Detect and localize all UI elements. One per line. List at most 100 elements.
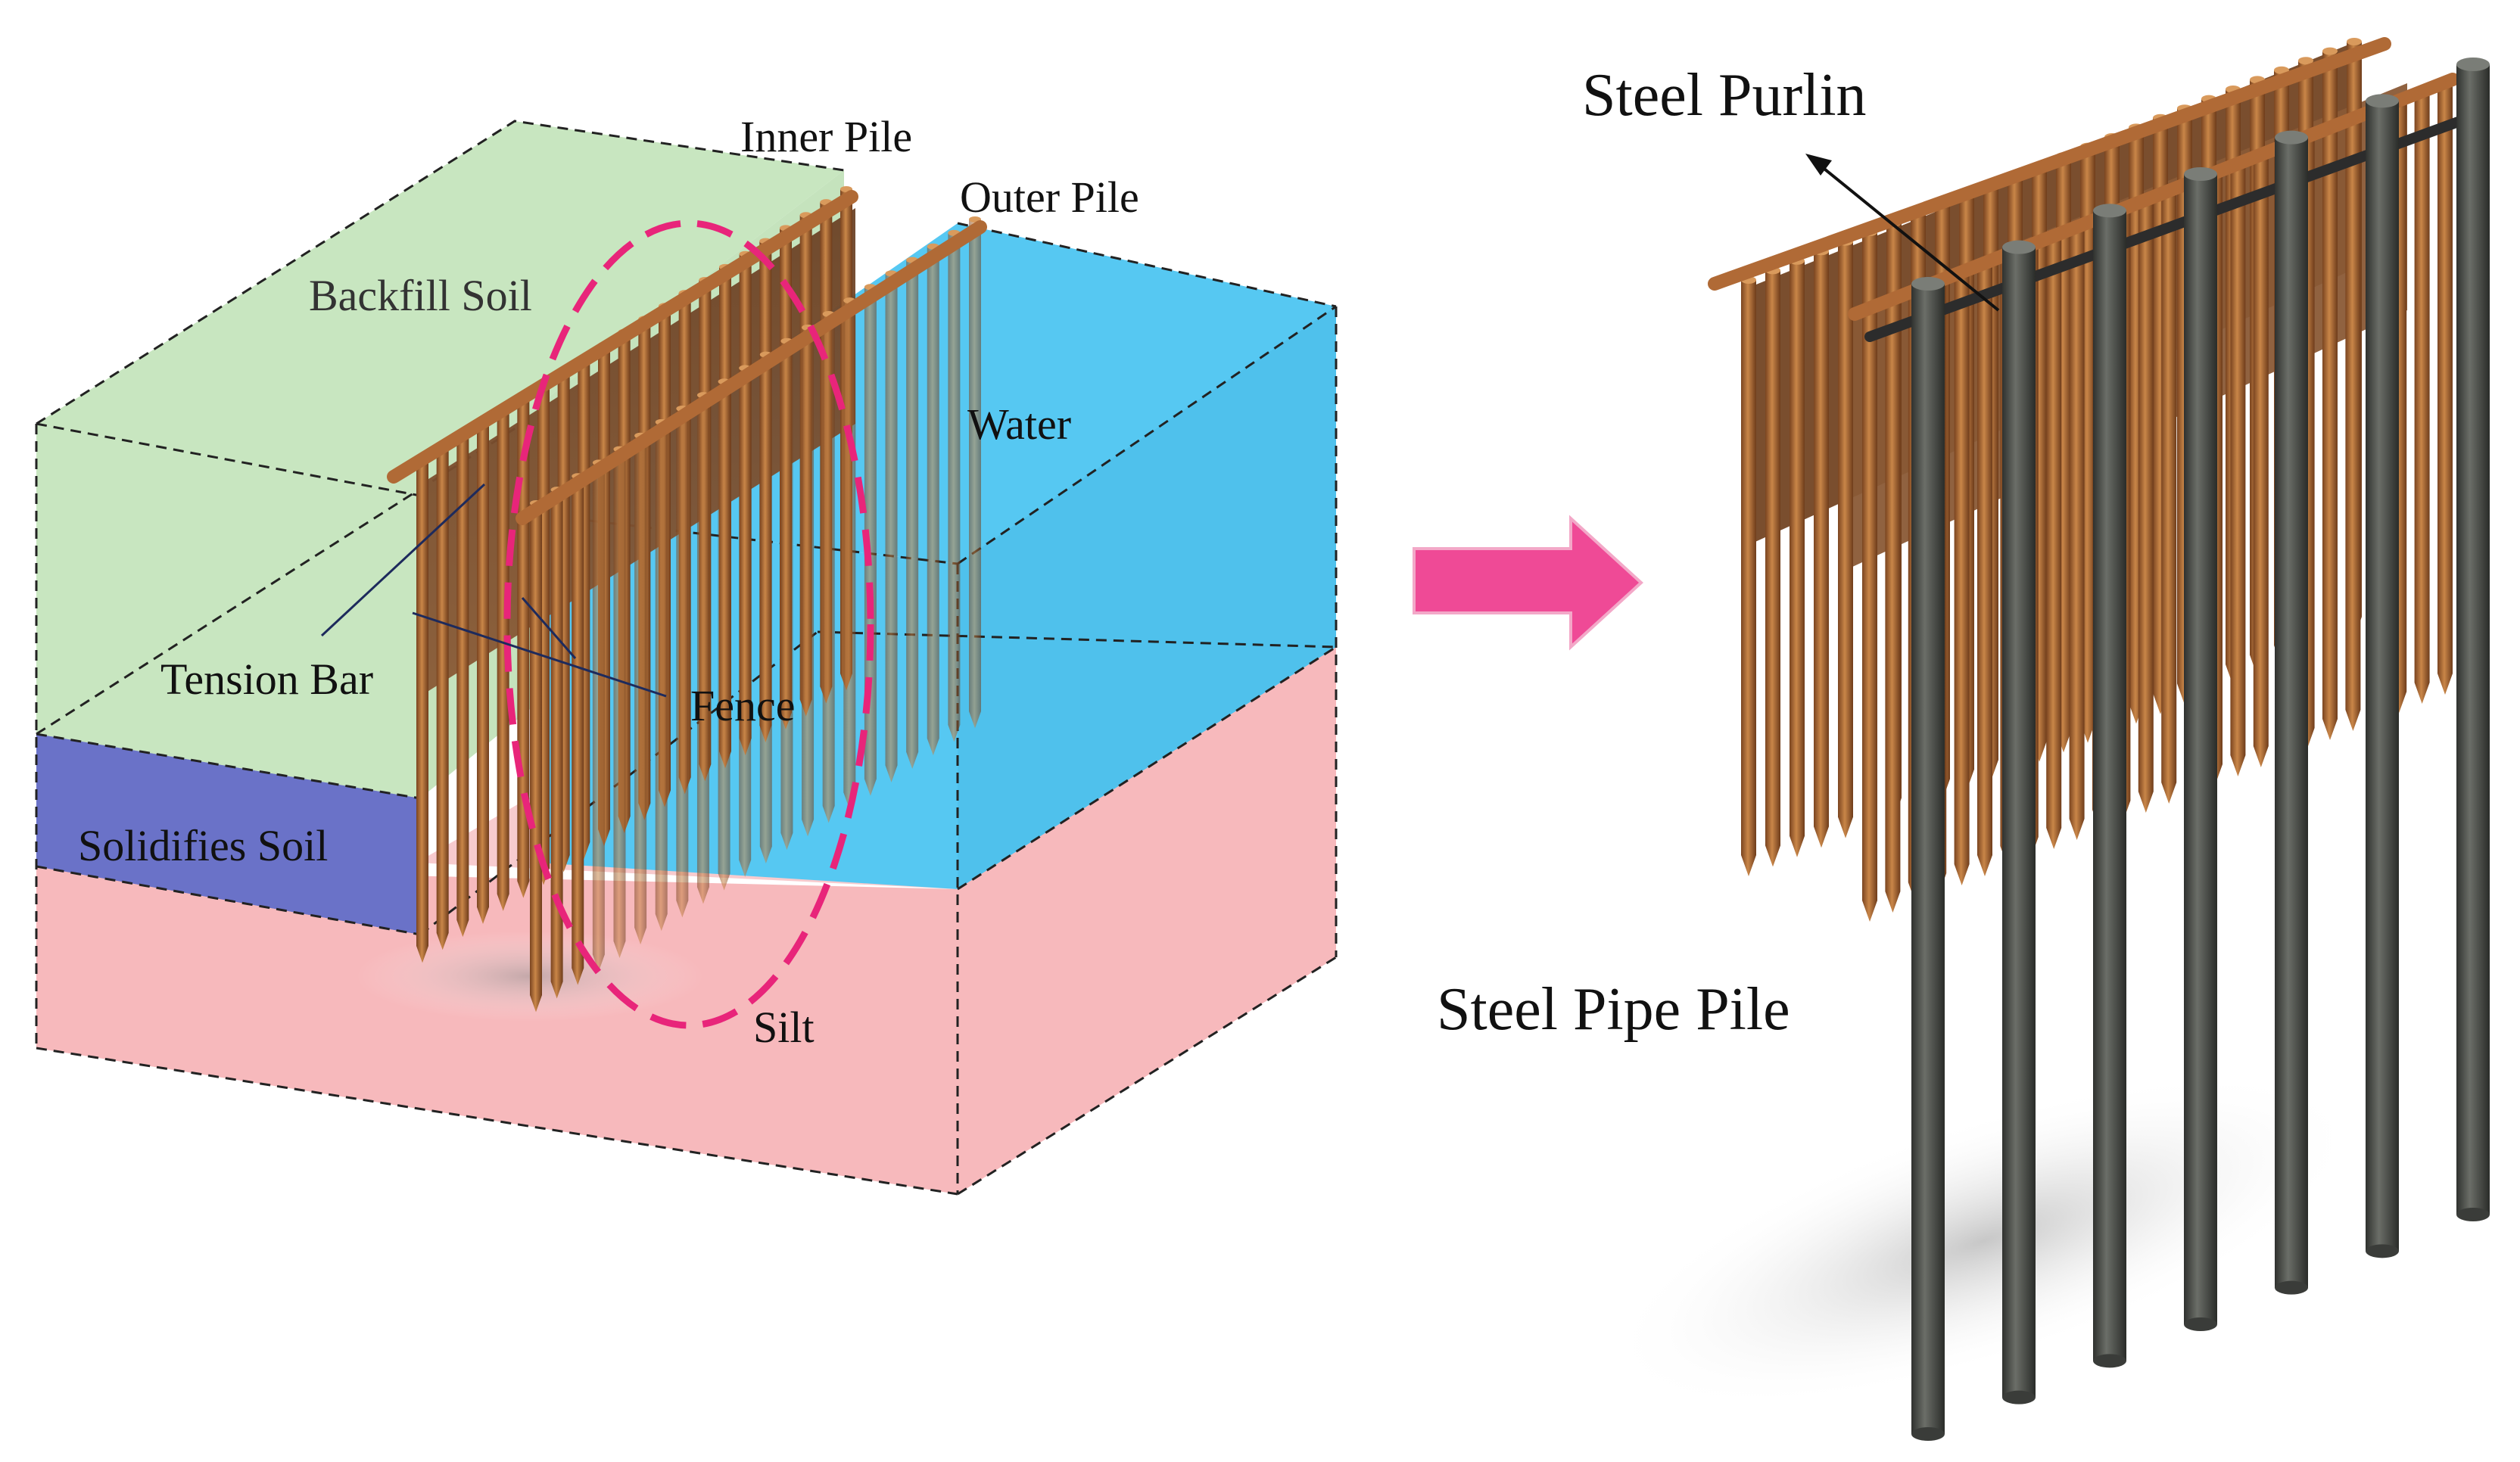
steel-purlin-beam [1864,116,2465,342]
timber-pile-front [1885,301,1901,913]
inner-pile [477,422,489,924]
steel-pipe-pile [1911,284,1945,1434]
purlin-pointer-line [1815,161,2000,312]
outer-pile [802,327,815,837]
outer-pile [969,219,981,729]
highlight-ellipse [503,219,874,1029]
outer-pile-row [530,216,981,1013]
label-steel-purlin: Steel Purlin [1582,62,1867,129]
label-outer-pile: Outer Pile [960,173,1139,222]
timber-pile [1814,251,1829,848]
outer-pile [696,395,709,904]
timber-pile [1741,280,1756,876]
timber-pile-front [2322,129,2338,740]
callout-lines [320,483,667,698]
outer-pile [676,409,689,918]
steel-pipe-bottom [1911,1427,1945,1441]
steel-pipe-top [2456,58,2490,71]
label-backfill-soil: Backfill Soil [309,271,532,320]
left-soil-model: Inner Pile Outer Pile Backfill Soil Wate… [35,112,1338,1196]
outer-pile [718,381,730,891]
outer-pile [530,503,542,1013]
timber-pile-front [2046,238,2062,849]
steel-pipe-pile [2002,247,2036,1398]
timber-pile-front [2414,92,2430,704]
outer-pile [885,273,898,782]
inner-pile [436,448,449,950]
outer-pile [759,354,772,863]
steel-pipe-pile [2184,174,2217,1324]
steel-pipe-top [2093,204,2126,218]
steel-pipe-bottom [2093,1354,2126,1368]
inner-waling-beam [387,190,858,484]
inner-pile [497,409,509,911]
outer-pile [780,341,793,851]
steel-pipe-bottom [2275,1280,2308,1295]
steel-pipe-top [2275,130,2308,145]
steel-pipe-bottom [2366,1244,2399,1258]
timber-pile [1838,241,1853,838]
outer-pile [613,449,626,958]
steel-pipe-top [2002,240,2036,254]
inner-pile [456,435,469,938]
block-dashed-edges [35,120,1338,1196]
timber-pile [1765,270,1780,867]
label-silt: Silt [753,1003,815,1052]
timber-pile-front [2230,165,2246,776]
outer-pile [864,287,877,796]
label-inner-pile: Inner Pile [740,112,912,161]
outer-pile [843,300,856,810]
right-structure-model: Steel Purlin Steel Pipe Pile [1437,37,2490,1441]
steel-pipe-pile [2275,137,2308,1288]
silt-near-face [36,866,958,1194]
steel-pipe-pile [2093,210,2126,1361]
outer-pile [572,476,584,985]
timber-pile-top [2274,66,2289,74]
timber-pile-top [2322,47,2338,55]
steel-pipe-bottom [2184,1317,2217,1331]
steel-pipe-top [2366,94,2399,108]
transition-arrow [1413,515,1643,651]
silt-near-right [958,647,1336,1194]
label-tension-bar: Tension Bar [160,655,373,704]
timber-pile-front [2345,120,2361,731]
outer-waling-beam [516,220,987,525]
outer-pile [655,421,668,932]
timber-pile-front [1862,310,1877,922]
steel-pipe-piles [1911,58,2490,1441]
steel-pipe-bottom [2456,1208,2490,1221]
steel-pipe-top [2184,167,2217,181]
label-water: Water [967,400,1071,449]
outer-pile [739,368,752,877]
backfill-soil-top [36,121,844,496]
right-back-waling [1708,37,2391,291]
solidified-soil-face [36,734,420,935]
water-right-front [958,306,1336,889]
outer-pile [822,314,835,823]
label-fence: Fence [690,681,796,730]
outer-pile [634,435,647,945]
steel-pipe-top [1911,277,1945,291]
timber-pile [1790,260,1805,857]
timber-pile-front [1977,265,1992,876]
outer-pile [927,246,939,756]
outer-pile [948,232,961,742]
outer-pile [550,490,563,999]
timber-pile-front [2253,156,2269,767]
timber-pile-front [2437,83,2453,695]
steel-pipe-pile [2456,64,2490,1215]
timber-pile-front [2161,192,2177,804]
outer-pile [906,260,919,769]
inner-pile [416,462,428,963]
timber-pile-top [2347,38,2362,45]
outer-pile [592,462,605,972]
structure-shadow [1606,1073,2360,1409]
timber-pile-front [1954,274,1970,885]
timber-pile-front [2138,201,2154,813]
steel-pipe-bottom [2002,1390,2036,1404]
timber-pile-front [2069,229,2085,840]
purlin-pointer-head [1805,154,1832,176]
label-solidifies-soil: Solidifies Soil [78,821,328,870]
